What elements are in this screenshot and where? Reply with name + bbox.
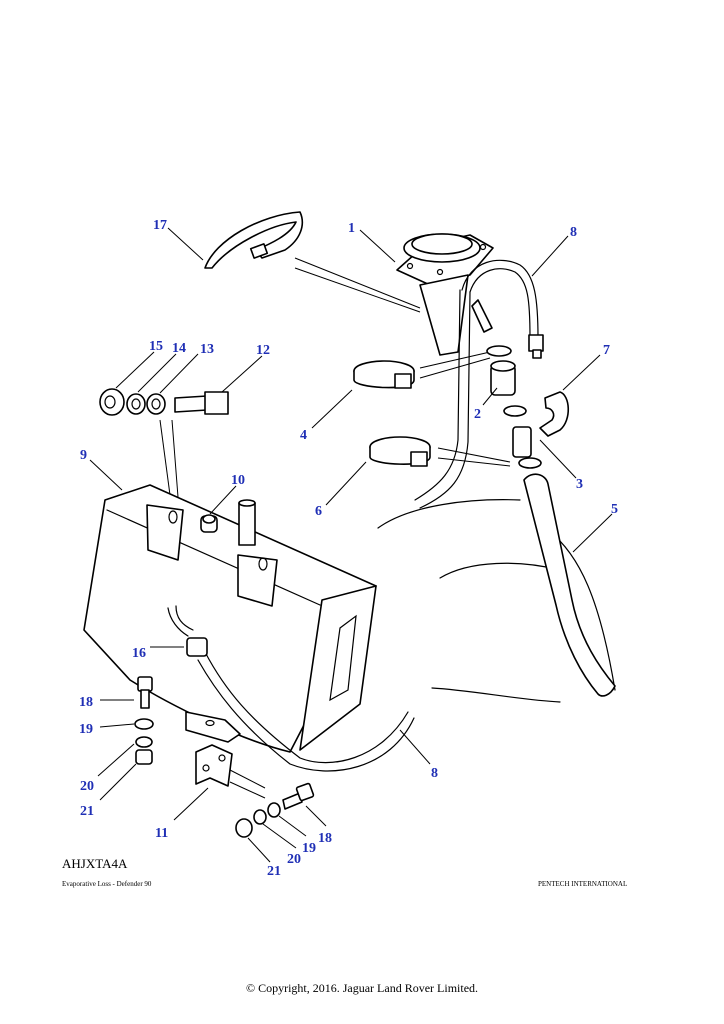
callout-18-right: 18 <box>318 831 332 846</box>
body-contour-lines <box>377 499 616 703</box>
callout-4: 4 <box>300 428 307 443</box>
callout-18-left: 18 <box>79 695 93 710</box>
connector-3 <box>512 426 542 469</box>
callout-10: 10 <box>231 473 245 488</box>
callout-8-top: 8 <box>570 225 577 240</box>
callout-7: 7 <box>603 343 610 358</box>
strap-part <box>204 211 304 269</box>
bolt-12 <box>174 391 229 415</box>
callout-13: 13 <box>200 342 214 357</box>
hose-clip-6 <box>369 436 431 467</box>
diagram-reference-code: AHJXTA4A <box>62 856 128 871</box>
callout-11: 11 <box>155 826 168 841</box>
bracket-11 <box>195 744 233 787</box>
callout-3: 3 <box>576 477 583 492</box>
elbow-7 <box>539 391 570 437</box>
washer-19-left <box>134 718 154 730</box>
callout-1: 1 <box>348 221 355 236</box>
callout-16: 16 <box>132 646 146 661</box>
nut-21-right <box>235 818 253 838</box>
small-clip-and-tube <box>486 345 527 417</box>
callout-12: 12 <box>256 343 270 358</box>
grommet-10 <box>200 514 218 533</box>
callout-21-left: 21 <box>80 804 94 819</box>
fuel-tank-part <box>83 484 415 772</box>
callout-5: 5 <box>611 502 618 517</box>
footer-caption: Evaporative Loss - Defender 90 <box>62 880 152 888</box>
callout-8-bottom: 8 <box>431 766 438 781</box>
filler-neck-part <box>396 233 494 356</box>
washer-14 <box>126 393 146 415</box>
hose-5 <box>523 473 616 697</box>
nut-21-left <box>135 749 153 765</box>
callout-14: 14 <box>172 341 186 356</box>
hose-clip-4 <box>353 360 415 389</box>
callout-2: 2 <box>474 407 481 422</box>
copyright-notice: © Copyright, 2016. Jaguar Land Rover Lim… <box>245 981 479 995</box>
callout-21-right: 21 <box>267 864 281 879</box>
washer-20-left <box>135 736 153 748</box>
vent-hose-top <box>461 259 544 359</box>
nut-15 <box>99 388 125 416</box>
bolt-18-right <box>282 782 315 810</box>
hose-main <box>414 289 471 509</box>
callout-15: 15 <box>149 339 163 354</box>
callout-17: 17 <box>153 218 167 233</box>
callout-19-right: 19 <box>302 841 316 856</box>
leader-lines-assembly <box>159 257 511 799</box>
bolt-18-left <box>137 676 153 709</box>
washer-19-right <box>267 802 281 818</box>
footer-publisher: PENTECH INTERNATIONAL <box>538 880 628 888</box>
washer-20-right <box>253 809 267 825</box>
callout-20-left: 20 <box>80 779 94 794</box>
callout-leaders <box>89 227 613 863</box>
callout-6: 6 <box>315 504 322 519</box>
callout-19-left: 19 <box>79 722 93 737</box>
washer-13 <box>146 393 166 415</box>
callout-9: 9 <box>80 448 87 463</box>
callout-20-right: 20 <box>287 852 301 867</box>
